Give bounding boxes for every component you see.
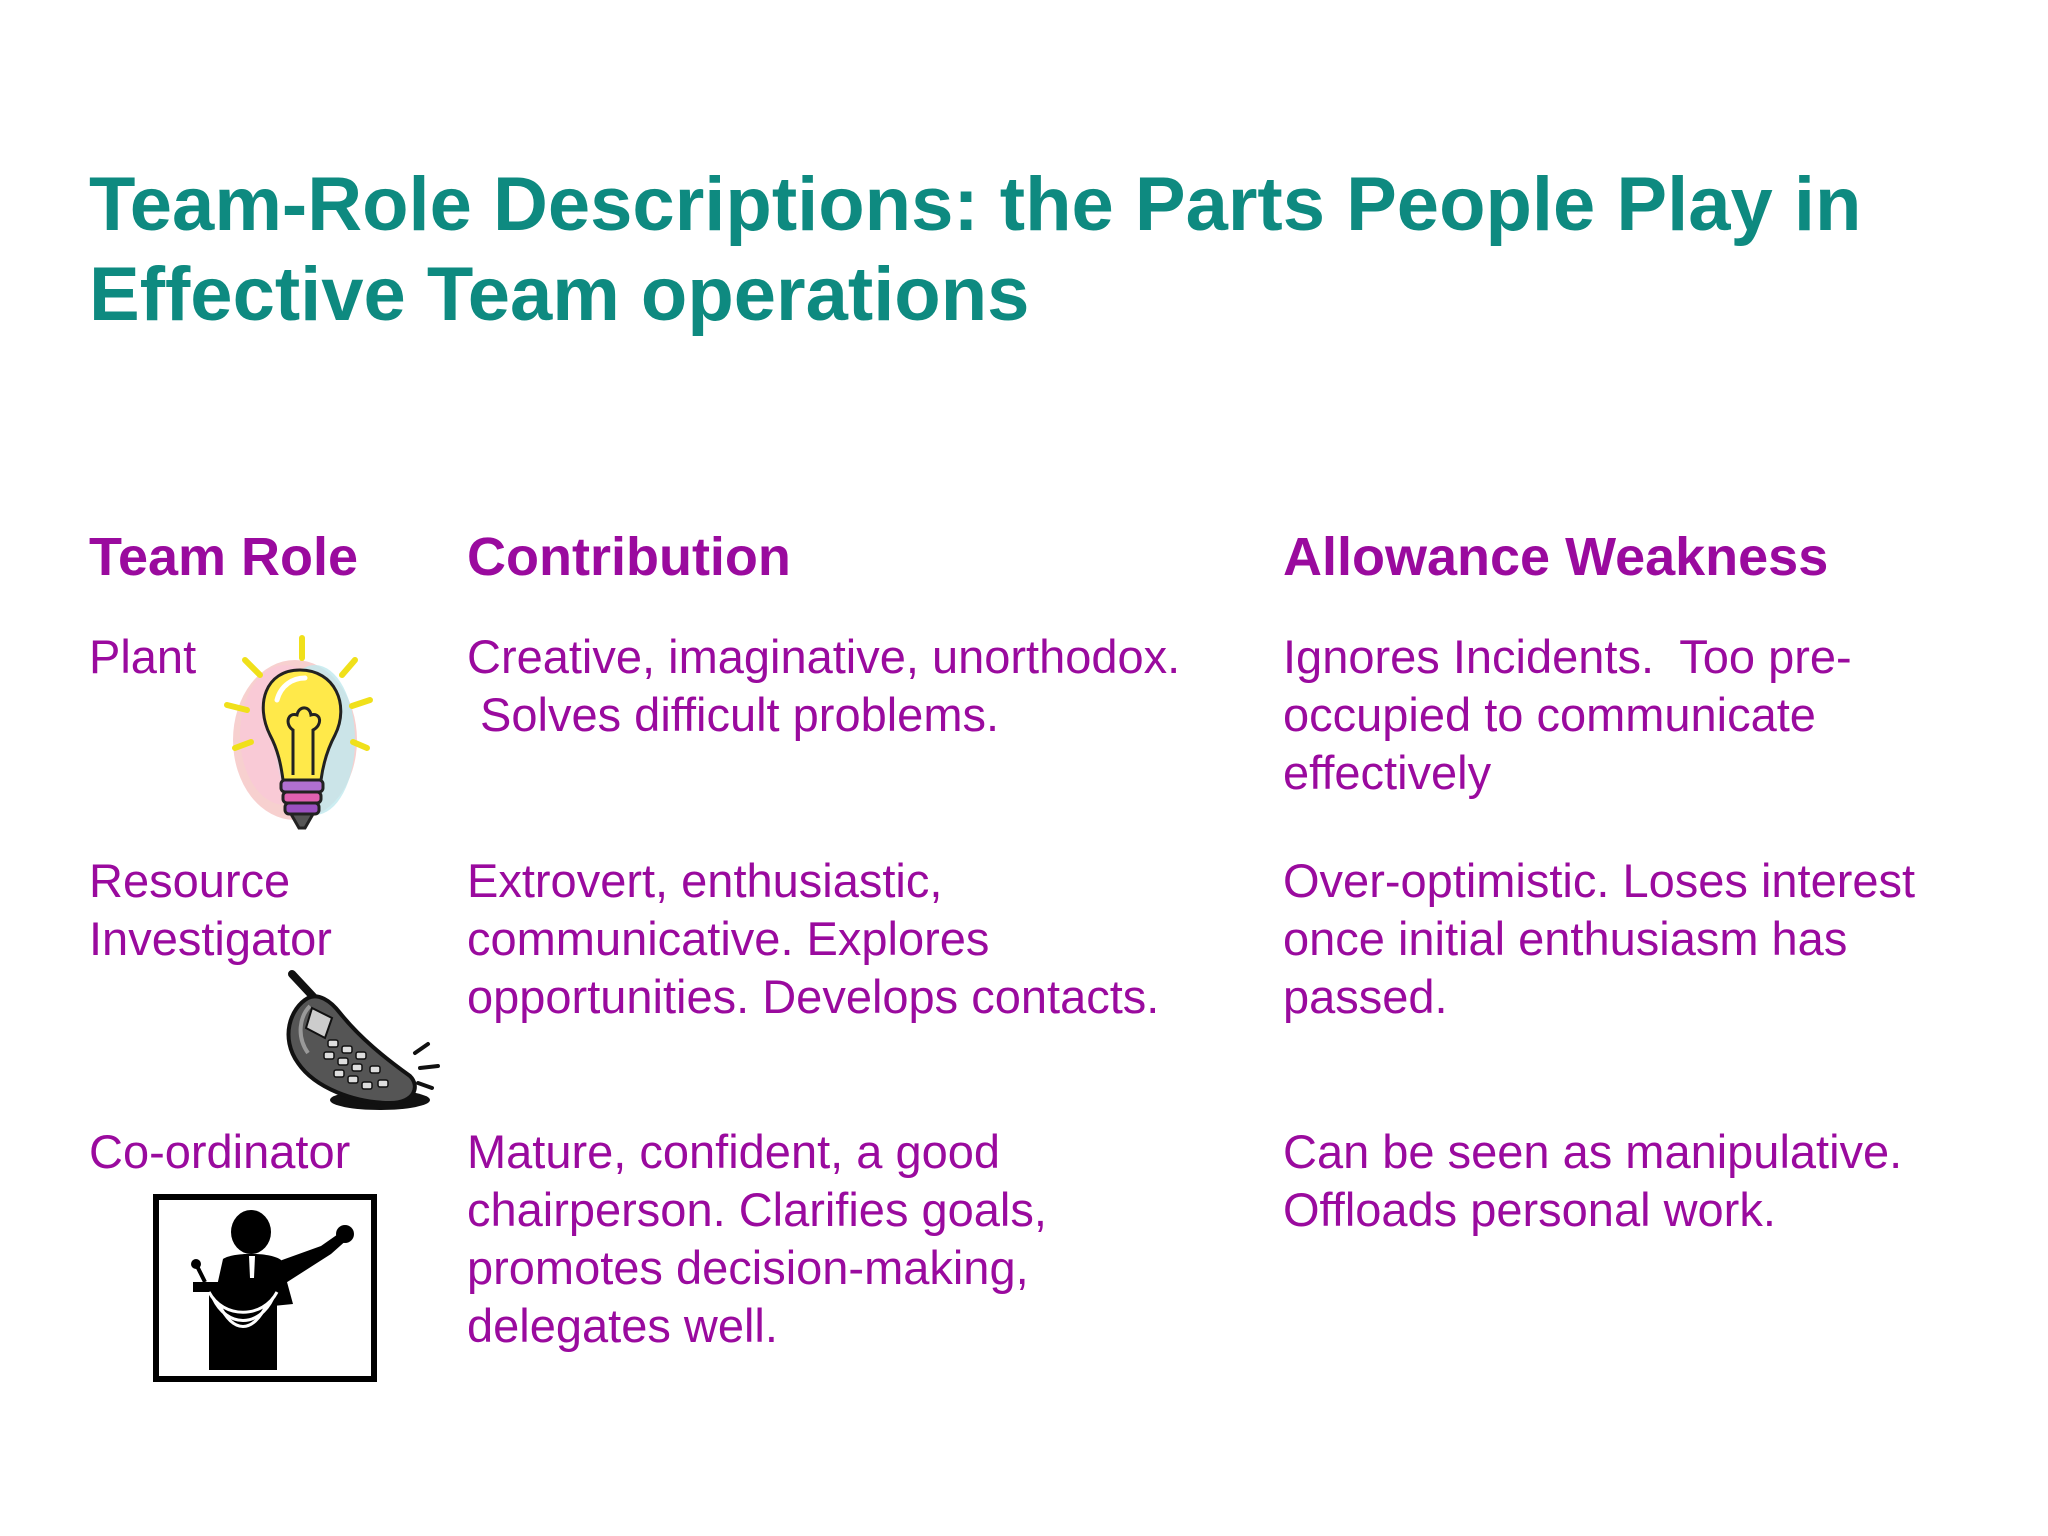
contribution-line: communicative. Explores [467, 912, 990, 965]
weakness-line: effectively [1283, 746, 1492, 799]
weakness-resource-investigator: Over-optimistic. Loses interest once ini… [1283, 852, 1915, 1026]
slide-title: Team-Role Descriptions: the Parts People… [89, 160, 1989, 340]
contribution-line: promotes decision-making, [467, 1241, 1029, 1294]
ringing-phone-icon [270, 968, 445, 1118]
role-line: Plant [89, 630, 197, 683]
role-line: Investigator [89, 912, 332, 965]
role-co-ordinator: Co-ordinator [89, 1123, 350, 1181]
contribution-line: delegates well. [467, 1299, 778, 1352]
title-line-1: Team-Role Descriptions: the Parts People… [89, 162, 1862, 247]
lightbulb-icon [215, 630, 375, 835]
role-plant: Plant [89, 628, 196, 686]
contribution-line: chairperson. Clarifies goals, [467, 1183, 1047, 1236]
weakness-plant: Ignores Incidents. Too pre- occupied to … [1283, 628, 1852, 802]
contribution-co-ordinator: Mature, confident, a good chairperson. C… [467, 1123, 1047, 1355]
contribution-resource-investigator: Extrovert, enthusiastic, communicative. … [467, 852, 1159, 1026]
weakness-line: Over-optimistic. Loses interest [1283, 854, 1916, 907]
header-allowance-weakness: Allowance Weakness [1283, 527, 1829, 587]
role-resource-investigator: Resource Investigator [89, 852, 332, 968]
speaker-at-podium-icon [153, 1194, 377, 1382]
weakness-line: Ignores Incidents. Too pre- [1283, 630, 1852, 683]
weakness-line: Offloads personal work. [1283, 1183, 1776, 1236]
weakness-line: Can be seen as manipulative. [1283, 1125, 1903, 1178]
header-team-role: Team Role [89, 527, 359, 587]
weakness-line: occupied to communicate [1283, 688, 1816, 741]
weakness-line: once initial enthusiasm has [1283, 912, 1848, 965]
title-line-2: Effective Team operations [89, 252, 1030, 337]
contribution-line: Creative, imaginative, unorthodox. [467, 630, 1181, 683]
contribution-line: Mature, confident, a good [467, 1125, 1001, 1178]
role-line: Co-ordinator [89, 1125, 351, 1178]
contribution-line: Solves difficult problems. [467, 688, 1000, 741]
contribution-plant: Creative, imaginative, unorthodox. Solve… [467, 628, 1180, 744]
contribution-line: Extrovert, enthusiastic, [467, 854, 943, 907]
role-line: Resource [89, 854, 291, 907]
weakness-co-ordinator: Can be seen as manipulative. Offloads pe… [1283, 1123, 1902, 1239]
weakness-line: passed. [1283, 970, 1448, 1023]
contribution-line: opportunities. Develops contacts. [467, 970, 1160, 1023]
header-contribution: Contribution [467, 527, 791, 587]
